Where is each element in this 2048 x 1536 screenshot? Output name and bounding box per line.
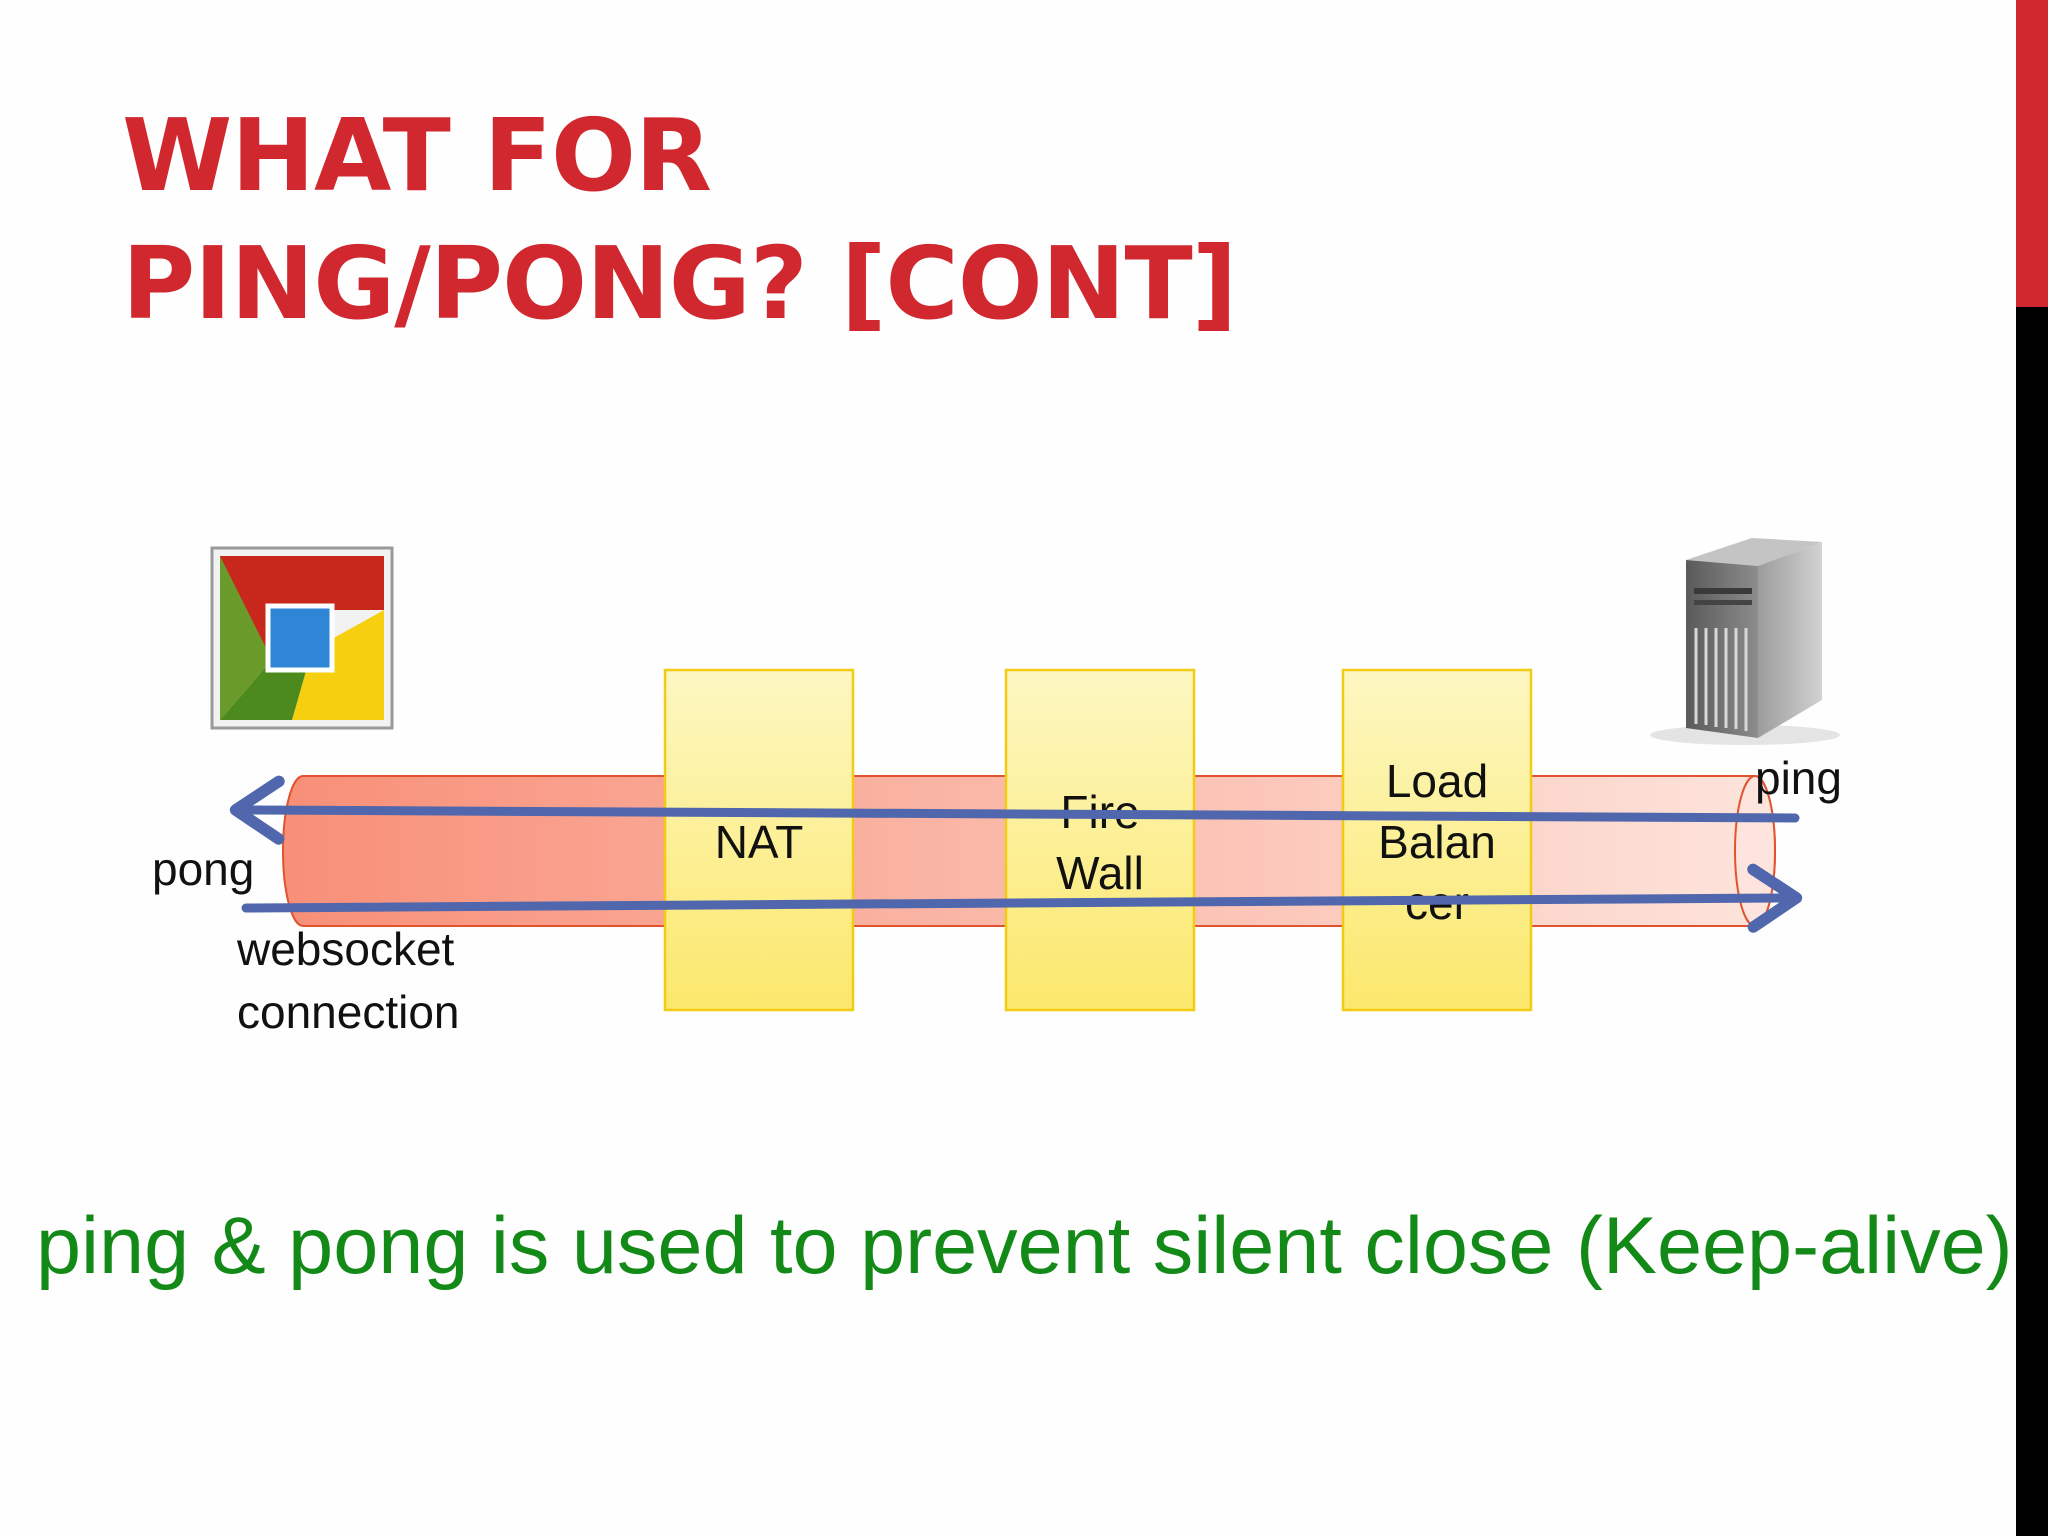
- browser-icon: [210, 546, 394, 730]
- firewall-box: [1004, 668, 1196, 1012]
- nat-box: [663, 668, 855, 1012]
- connection-label-line-1: websocket: [236, 923, 455, 975]
- load-balancer-label-line-1: Load: [1386, 755, 1488, 807]
- accent-bar-black: [2016, 307, 2048, 1536]
- title-line-1: WHAT FOR: [122, 97, 712, 214]
- ping-label: ping: [1755, 752, 1842, 804]
- accent-bar-red: [2016, 0, 2048, 307]
- nat-label: NAT: [715, 816, 804, 868]
- pong-arrow: [241, 863, 1803, 933]
- caption-text: ping & pong is used to prevent silent cl…: [36, 1201, 2013, 1291]
- server-tower-icon: [1650, 538, 1840, 745]
- load-balancer-box: [1341, 668, 1533, 1012]
- connection-label-line-2: connection: [237, 986, 460, 1038]
- load-balancer-label-line-2: Balan: [1378, 816, 1496, 868]
- title-line-2: PING/PONG? [CONT]: [122, 225, 1237, 342]
- slide-title: WHAT FOR PING/PONG? [CONT]: [122, 92, 1237, 348]
- firewall-label-line-2: Wall: [1056, 847, 1144, 899]
- ping-arrow: [229, 775, 1800, 845]
- pong-label: pong: [152, 843, 254, 895]
